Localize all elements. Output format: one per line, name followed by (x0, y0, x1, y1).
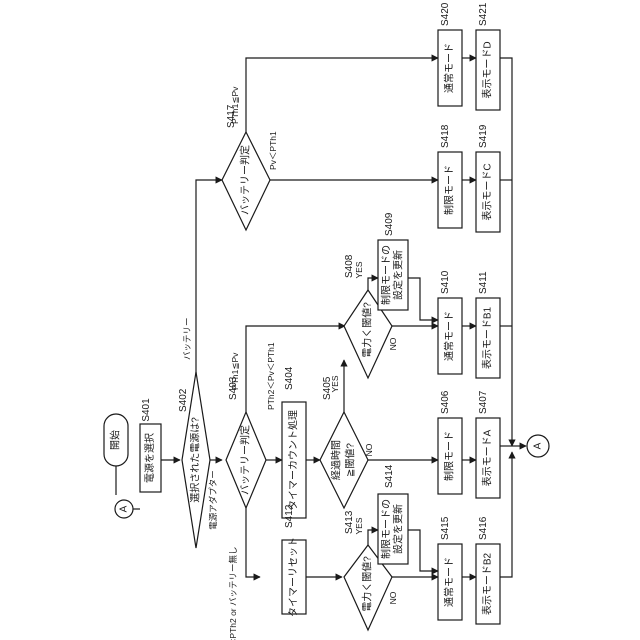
label-no-408: NO (388, 337, 398, 350)
line-s417-s420 (246, 58, 438, 132)
s409-text1: 制限モードの (380, 245, 393, 305)
line-s402-s417 (196, 180, 222, 412)
process-s414: 制限モードの 設定を更新 S414 (378, 464, 408, 564)
s407-step: S407 (478, 390, 489, 414)
s412-text: タイマーリセット (288, 537, 300, 617)
s421-text: 表示モードD (481, 41, 494, 98)
process-s411: 表示モードB1 S411 (476, 271, 500, 378)
label-pv-lt-pth2: Pv<PTh2 or バッテリー無し (228, 547, 238, 640)
start-label: 開始 (109, 430, 122, 450)
s411-step: S411 (478, 271, 489, 294)
process-s409: 制限モードの 設定を更新 S409 (378, 212, 408, 310)
label-no-405: NO (364, 443, 374, 456)
line-s413-s414 (368, 530, 378, 545)
decision-s402: 選択された電源は? S402 (178, 372, 210, 548)
s418-text: 制限モード (443, 165, 456, 215)
label-pth1-le-pv-b: PTh1≦Pv (230, 86, 240, 124)
s415-text: 通常モード (443, 557, 456, 607)
s420-step: S420 (440, 2, 451, 26)
process-s418: 制限モード S418 (438, 124, 462, 228)
flow-lines (116, 58, 526, 577)
s413-text: 電力く閾値? (361, 556, 374, 612)
s419-text: 表示モードC (481, 163, 494, 220)
s415-step: S415 (440, 516, 451, 540)
s406-text: 制限モード (443, 431, 456, 481)
line-collector-bottom (500, 452, 512, 577)
connector-a-label: A (119, 505, 130, 512)
process-s416: 表示モードB2 S416 (476, 516, 500, 624)
connector-a-start: A (115, 500, 133, 518)
s411-text: 表示モードB1 (481, 306, 494, 369)
label-battery: バッテリー (182, 317, 192, 360)
process-s406: 制限モード S406 (438, 390, 462, 494)
s414-text2: 設定を更新 (392, 504, 405, 554)
process-s412: タイマーリセット S412 (282, 504, 306, 617)
s414-step: S414 (384, 464, 395, 488)
process-s415: 通常モード S415 (438, 516, 462, 620)
s407-text: 表示モードA (481, 429, 494, 486)
label-yes-408: YES (354, 261, 364, 278)
s414-text1: 制限モードの (380, 499, 393, 559)
start-terminal: 開始 (104, 414, 128, 466)
s417-text: バッテリー判定 (239, 145, 252, 215)
s402-text: 選択された電源は? (189, 417, 202, 503)
label-pth1-le-pv-a: PTh1≦Pv (230, 352, 240, 390)
s409-step: S409 (384, 212, 395, 236)
process-s410: 通常モード S410 (438, 270, 462, 374)
s410-step: S410 (440, 270, 451, 294)
s418-step: S418 (440, 124, 451, 148)
connector-a-end-label: A (533, 442, 544, 449)
s403-text: バッテリー判定 (239, 425, 252, 495)
s402-step: S402 (178, 388, 189, 412)
s409-text2: 設定を更新 (392, 250, 405, 300)
connector-a-end: A (527, 435, 549, 457)
line-collector-top (500, 58, 512, 446)
s406-step: S406 (440, 390, 451, 414)
process-s419: 表示モードC S419 (476, 124, 500, 232)
s416-step: S416 (478, 516, 489, 540)
label-no-413: NO (388, 591, 398, 604)
process-s421: 表示モードD S421 (476, 2, 500, 110)
line-s403-s412 (246, 508, 260, 577)
s412-step: S412 (284, 504, 295, 528)
s416-text: 表示モードB2 (481, 552, 494, 615)
label-adapter: 電源アダプター (208, 470, 218, 530)
process-s407: 表示モードA S407 (476, 390, 500, 498)
s401-text: 電源を選択 (143, 433, 156, 483)
s404-step: S404 (284, 366, 295, 390)
s408-text: 電力く閾値? (361, 302, 374, 358)
s405-text2: ≧閾値? (344, 443, 357, 477)
line-s408-s409 (368, 278, 378, 290)
s419-step: S419 (478, 124, 489, 148)
label-pv-lt-pth1: Pv＜PTh1 (268, 131, 278, 170)
s410-text: 通常モード (443, 311, 456, 361)
s405-text1: 経過時間 (330, 440, 343, 480)
process-s404: タイマーカウント処理 S404 (282, 366, 306, 518)
process-s420: 通常モード S420 (438, 2, 462, 106)
s404-text: タイマーカウント処理 (287, 410, 300, 510)
label-yes-413: YES (354, 517, 364, 534)
label-yes-405: YES (330, 375, 340, 392)
s401-step: S401 (141, 398, 152, 422)
process-s401: 電源を選択 S401 (140, 398, 161, 492)
s420-text: 通常モード (443, 43, 456, 93)
label-pth2-range: PTh2＜Pv＜PTh1 (266, 342, 276, 410)
s421-step: S421 (478, 2, 489, 26)
